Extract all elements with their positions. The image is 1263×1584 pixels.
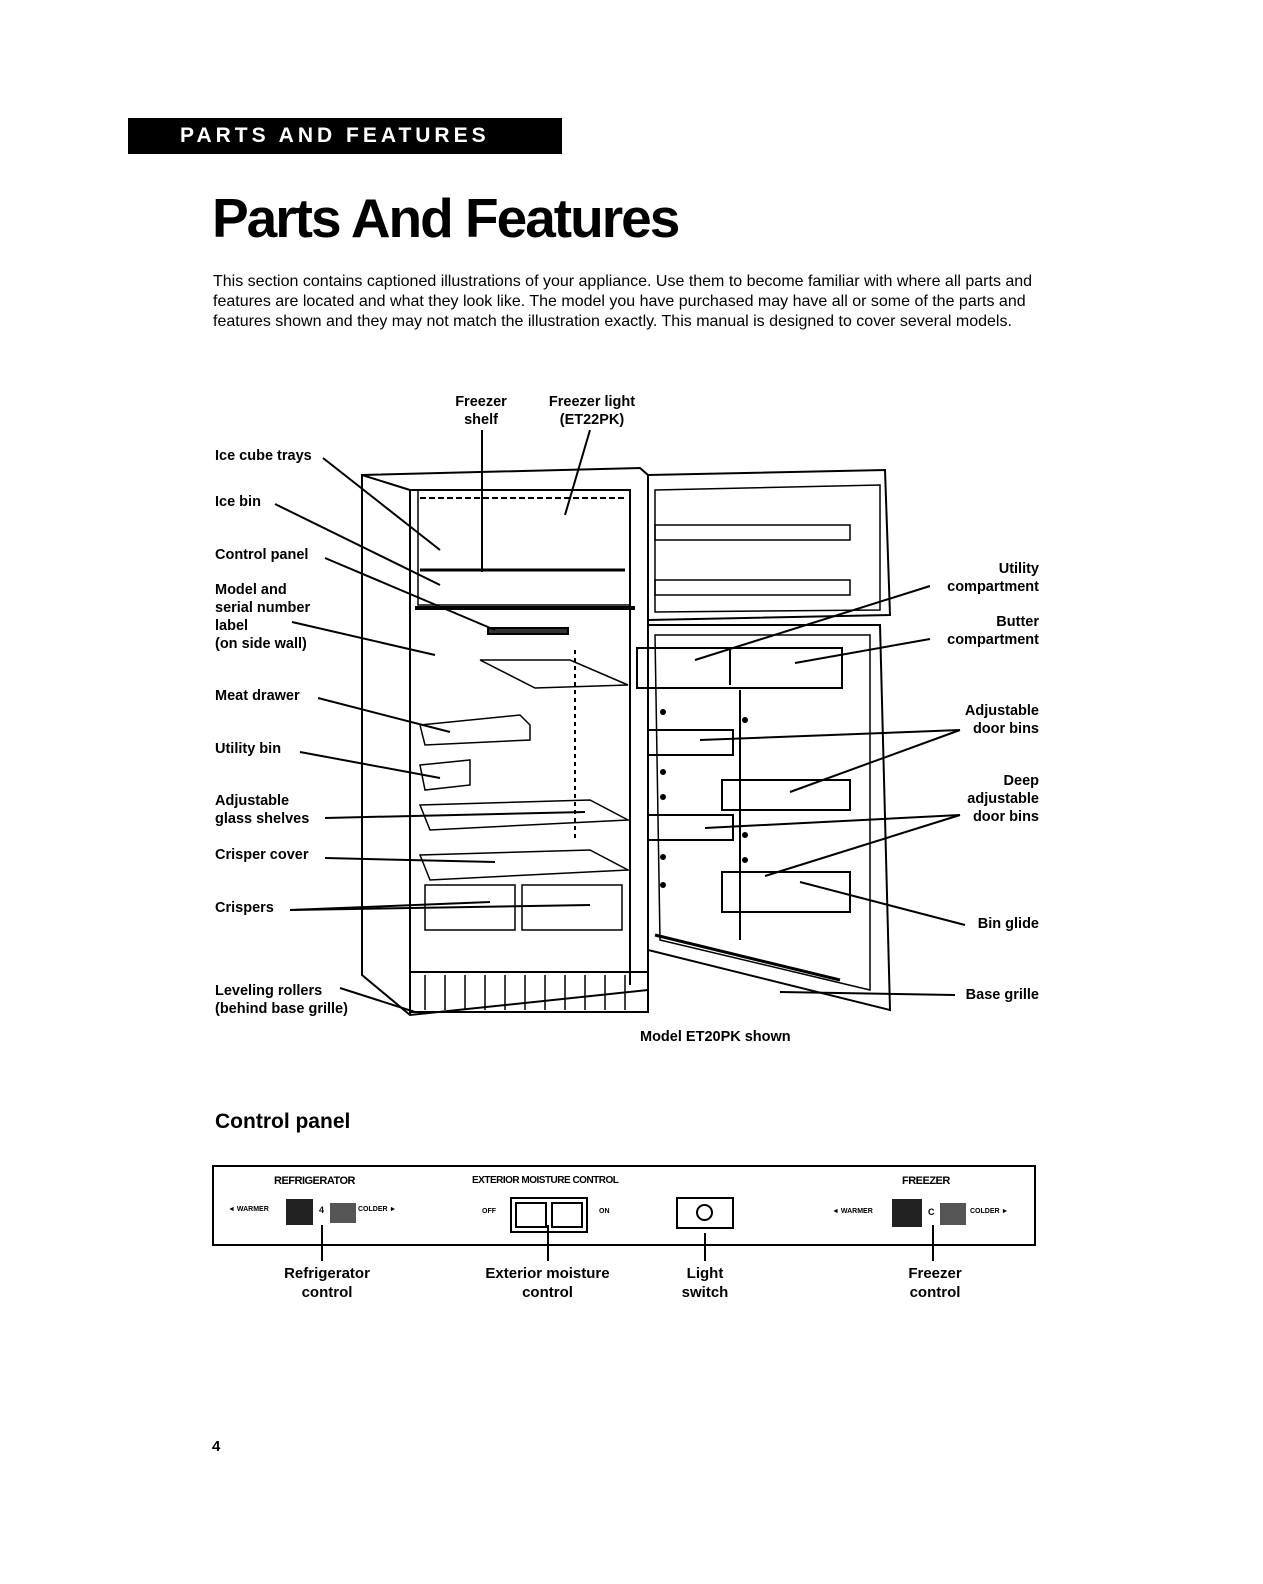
freezer-colder-label: COLDER ► bbox=[970, 1208, 1009, 1215]
control-panel-heading: Control panel bbox=[215, 1110, 351, 1133]
label-control-panel: Control panel bbox=[215, 547, 309, 563]
freezer-slider-right[interactable] bbox=[940, 1203, 966, 1225]
label-adjustable-door-bins: Adjustable door bins bbox=[964, 703, 1039, 737]
freezer-slider-left[interactable] bbox=[892, 1199, 922, 1227]
label-crispers: Crispers bbox=[215, 900, 274, 916]
label-leveling-rollers: Leveling rollers (behind base grille) bbox=[215, 983, 348, 1017]
label-deep-adjustable-door-bins: Deep adjustable door bins bbox=[967, 773, 1039, 825]
label-base-grille: Base grille bbox=[965, 987, 1039, 1003]
page-title: Parts And Features bbox=[212, 187, 680, 249]
control-panel-box: REFRIGERATOR ◄ WARMER 4 COLDER ► EXTERIO… bbox=[212, 1165, 1036, 1246]
freezer-setting: C bbox=[928, 1207, 935, 1217]
fridge-warmer-label: ◄ WARMER bbox=[228, 1206, 269, 1213]
exterior-off-label: OFF bbox=[482, 1208, 496, 1215]
diagram-caption: Model ET20PK shown bbox=[640, 1029, 791, 1045]
label-utility-compartment: Utility compartment bbox=[947, 561, 1039, 595]
label-freezer-shelf: Freezer shelf bbox=[455, 394, 507, 428]
label-ice-cube-trays: Ice cube trays bbox=[215, 448, 312, 464]
label-ice-bin: Ice bin bbox=[215, 494, 261, 510]
light-switch-icon bbox=[696, 1204, 713, 1221]
fridge-setting: 4 bbox=[319, 1205, 325, 1215]
fridge-colder-label: COLDER ► bbox=[358, 1206, 397, 1213]
intro-paragraph: This section contains captioned illustra… bbox=[213, 273, 1033, 330]
exterior-header: EXTERIOR MOISTURE CONTROL bbox=[472, 1175, 619, 1186]
label-meat-drawer: Meat drawer bbox=[215, 688, 300, 704]
label-freezer-light: Freezer light (ET22PK) bbox=[548, 394, 636, 428]
label-adjustable-glass-shelves: Adjustable glass shelves bbox=[215, 793, 310, 827]
refrigerator-header: REFRIGERATOR bbox=[274, 1175, 356, 1187]
exterior-on-label: ON bbox=[599, 1208, 610, 1215]
section-banner: PARTS AND FEATURES bbox=[128, 118, 562, 154]
callout-refrigerator-control: Refrigerator control bbox=[284, 1265, 370, 1301]
callout-freezer-control: Freezer control bbox=[908, 1265, 962, 1301]
freezer-header: FREEZER bbox=[902, 1175, 950, 1187]
fridge-slider-left[interactable] bbox=[286, 1199, 313, 1225]
freezer-door bbox=[647, 468, 892, 622]
label-butter-compartment: Butter compartment bbox=[947, 614, 1039, 648]
fridge-door bbox=[647, 624, 892, 1012]
freezer-warmer-label: ◄ WARMER bbox=[832, 1208, 873, 1215]
label-utility-bin: Utility bin bbox=[215, 741, 282, 757]
callout-exterior-control: Exterior moisture control bbox=[485, 1265, 610, 1301]
label-bin-glide: Bin glide bbox=[977, 916, 1039, 932]
callout-light-switch: Light switch bbox=[681, 1265, 729, 1301]
light-switch[interactable] bbox=[676, 1197, 734, 1229]
refrigerator-illustration bbox=[274, 429, 966, 1017]
fridge-slider-right[interactable] bbox=[330, 1203, 356, 1223]
label-crisper-cover: Crisper cover bbox=[215, 847, 309, 863]
control-callout-lines bbox=[321, 1225, 934, 1261]
label-model-serial: Model and serial number label (on side w… bbox=[215, 582, 311, 652]
page-number: 4 bbox=[212, 1438, 221, 1455]
